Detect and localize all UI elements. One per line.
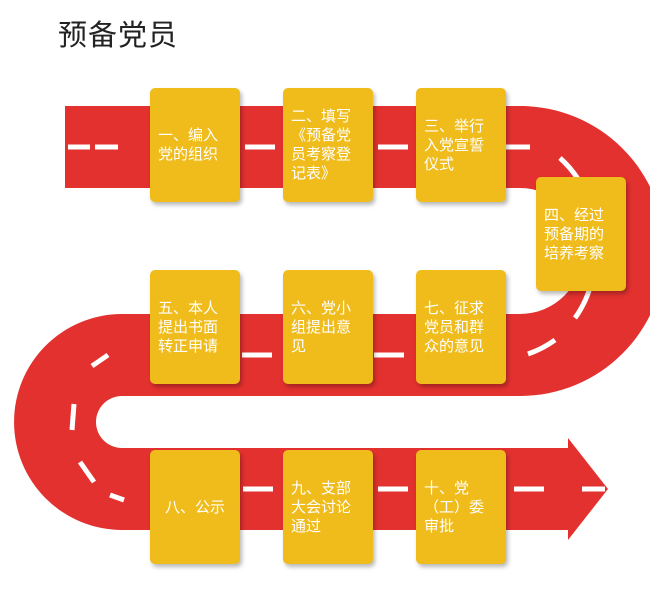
step-2: 二、填写《预备党员考察登记表》: [283, 88, 373, 202]
step-8: 八、公示: [150, 450, 240, 564]
step-6: 六、党小组提出意见: [283, 270, 373, 384]
step-4: 四、经过预备期的培养考察: [536, 177, 626, 291]
step-9: 九、支部大会讨论通过: [283, 450, 373, 564]
step-4-label: 四、经过预备期的培养考察: [544, 205, 605, 262]
road-left-turn: [14, 314, 122, 530]
step-5: 五、本人提出书面转正申请: [150, 270, 240, 384]
step-8-label: 八、公示: [164, 497, 225, 516]
step-6-label: 六、党小组提出意见: [291, 298, 352, 355]
step-3-label: 三、举行入党宣誓仪式: [424, 116, 485, 173]
page-title: 预备党员: [58, 18, 179, 52]
step-5-label: 五、本人提出书面转正申请: [158, 298, 219, 355]
step-1: 一、编入党的组织: [150, 88, 240, 202]
step-2-label: 二、填写《预备党员考察登记表》: [291, 107, 352, 182]
step-7: 七、征求党员和群众的意见: [416, 270, 506, 384]
step-1-label: 一、编入党的组织: [158, 126, 219, 163]
step-7-label: 七、征求党员和群众的意见: [424, 298, 485, 355]
step-10: 十、党（工）委审批: [416, 450, 506, 564]
step-9-label: 九、支部大会讨论通过: [291, 478, 352, 535]
step-3: 三、举行入党宣誓仪式: [416, 88, 506, 202]
step-10-label: 十、党（工）委审批: [424, 478, 485, 535]
